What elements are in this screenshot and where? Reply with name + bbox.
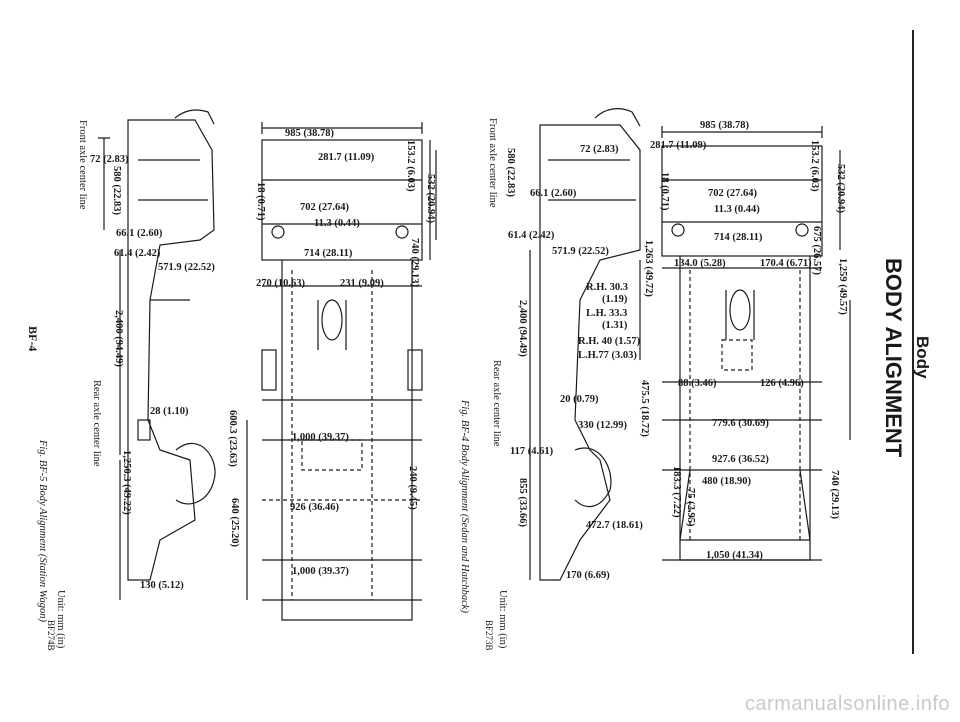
dim-1000a: 1,000 (39.37) [292, 432, 349, 443]
sedan-dim-1263: 1,263 (49.72) [643, 240, 654, 297]
sedan-dim-117: 117 (4.61) [510, 446, 554, 457]
sedan-dim-571: 571.9 (22.52) [552, 246, 609, 257]
sedan-dim-88: 88 (3.46) [678, 378, 717, 389]
sedan-dim-1050: 1,050 (41.34) [706, 550, 763, 561]
dim-240: 240 (9.45) [407, 466, 418, 510]
sedan-dim-153: 153.2 (6.03) [809, 140, 820, 192]
wagon-side-profile [127, 109, 216, 581]
dim-153: 153.2 (6.03) [405, 140, 416, 192]
dim-600: 600.3 (23.63) [227, 410, 238, 467]
dim-532: 532 (20.94) [425, 174, 436, 223]
sedan-dim-580: 580 (22.83) [505, 148, 516, 197]
sedan-dim-1259: 1,259 (49.57) [837, 258, 848, 315]
dim-740: 740 (29.13) [409, 238, 420, 287]
sedan-dim-985: 985 (38.78) [700, 120, 749, 131]
sedan-dim-714: 714 (28.11) [714, 232, 763, 243]
dim-231: 231 (9.09) [340, 278, 384, 289]
dim-281: 281.7 (11.09) [318, 152, 375, 163]
caption-sedan: Fig. BF-4 Body Alignment (Sedan and Hatc… [459, 399, 470, 613]
dim-72: 72 (2.83) [90, 154, 129, 165]
dim-66: 66.1 (2.60) [116, 228, 163, 239]
dim-270: 270 (10.63) [256, 278, 305, 289]
sedan-dim-740: 740 (29.13) [829, 470, 840, 519]
sedan-dim-2400: 2,400 (94.49) [517, 300, 528, 357]
sedan-lh-33: L.H. 33.3 [586, 308, 627, 319]
rear-axle-label-sedan: Rear axle center line [491, 360, 502, 447]
sedan-dim-675: 675 (26.57) [811, 226, 822, 275]
dim-1250: 1,250.3 (49.22) [121, 450, 132, 515]
sedan-dim-330: 330 (12.99) [578, 420, 627, 431]
header-rule [912, 30, 914, 654]
sedan-dim-61: 61.4 (2.42) [508, 230, 555, 241]
dim-2400: 2,400 (94.49) [113, 310, 124, 367]
front-axle-label-wagon: Front axle center line [77, 120, 88, 210]
sedan-dim-480: 480 (18.90) [702, 476, 751, 487]
sedan-dim-702: 702 (27.64) [708, 188, 757, 199]
unit-wagon: Unit: mm (in) [55, 590, 66, 649]
sedan-dim-66: 66.1 (2.60) [530, 188, 577, 199]
dim-1000b: 1,000 (39.37) [292, 566, 349, 577]
sedan-dim-134: 134.0 (5.28) [674, 258, 726, 269]
sedan-dim-779: 779.6 (30.69) [712, 418, 769, 429]
code-sedan: BF273B [484, 620, 494, 651]
dim-702: 702 (27.64) [300, 202, 349, 213]
sedan-rh-30-in: (1.19) [602, 294, 628, 305]
caption-wagon: Fig. BF-5 Body Alignment (Station Wagon) [37, 439, 48, 622]
sedan-dim-532: 532 (20.94) [835, 164, 846, 213]
sedan-dim-281: 281.7 (11.09) [650, 140, 707, 151]
code-wagon: BF274B [46, 620, 56, 651]
wagon-underbody-plan [261, 139, 423, 621]
sedan-dim-855: 855 (33.66) [517, 478, 528, 527]
sedan-rh-40: R.H. 40 (1.57) [578, 336, 641, 347]
sedan-side-profile [539, 108, 641, 581]
dim-714: 714 (28.11) [304, 248, 353, 259]
sedan-dim-475: 475.5 (18.72) [639, 380, 650, 437]
dim-28: 28 (1.10) [150, 406, 189, 417]
rear-axle-label-wagon: Rear axle center line [91, 380, 102, 467]
sedan-dim-11: 11.3 (0.44) [714, 204, 760, 215]
sedan-dim-18: 18 (0.71) [659, 172, 670, 211]
dim-926: 926 (36.46) [290, 502, 339, 513]
sedan-lh-33-in: (1.31) [602, 320, 628, 331]
dim-18: 18 (0.71) [255, 182, 266, 221]
sedan-dim-126: 126 (4.96) [760, 378, 804, 389]
dim-130: 130 (5.12) [140, 580, 184, 591]
front-axle-label-sedan: Front axle center line [487, 118, 498, 208]
dim-571: 571.9 (22.52) [158, 262, 215, 273]
sedan-dim-75: 75 (2.95) [685, 488, 696, 527]
dim-985: 985 (38.78) [285, 128, 334, 139]
sedan-underbody-plan [661, 145, 823, 561]
sedan-diagram [529, 108, 851, 581]
sedan-rh-30: R.H. 30.3 [586, 282, 628, 293]
sedan-dim-183: 183.3 (7.22) [671, 466, 682, 518]
dim-11: 11.3 (0.44) [314, 218, 360, 229]
watermark: carmanualsonline.info [744, 693, 950, 715]
sedan-dim-927: 927.6 (36.52) [712, 454, 769, 465]
dim-61: 61.4 (2.42) [114, 248, 161, 259]
sedan-dim-170b: 170 (6.69) [566, 570, 610, 581]
sedan-dim-72: 72 (2.83) [580, 144, 619, 155]
unit-sedan: Unit: mm (in) [497, 590, 508, 649]
sedan-dim-20: 20 (0.79) [560, 394, 599, 405]
sedan-dim-472: 472.7 (18.61) [586, 520, 643, 531]
sedan-dim-170: 170.4 (6.71) [760, 258, 812, 269]
sedan-lh-77: L.H.77 (3.03) [578, 350, 637, 361]
dim-580: 580 (22.83) [111, 166, 122, 215]
dim-640: 640 (25.20) [229, 498, 240, 547]
